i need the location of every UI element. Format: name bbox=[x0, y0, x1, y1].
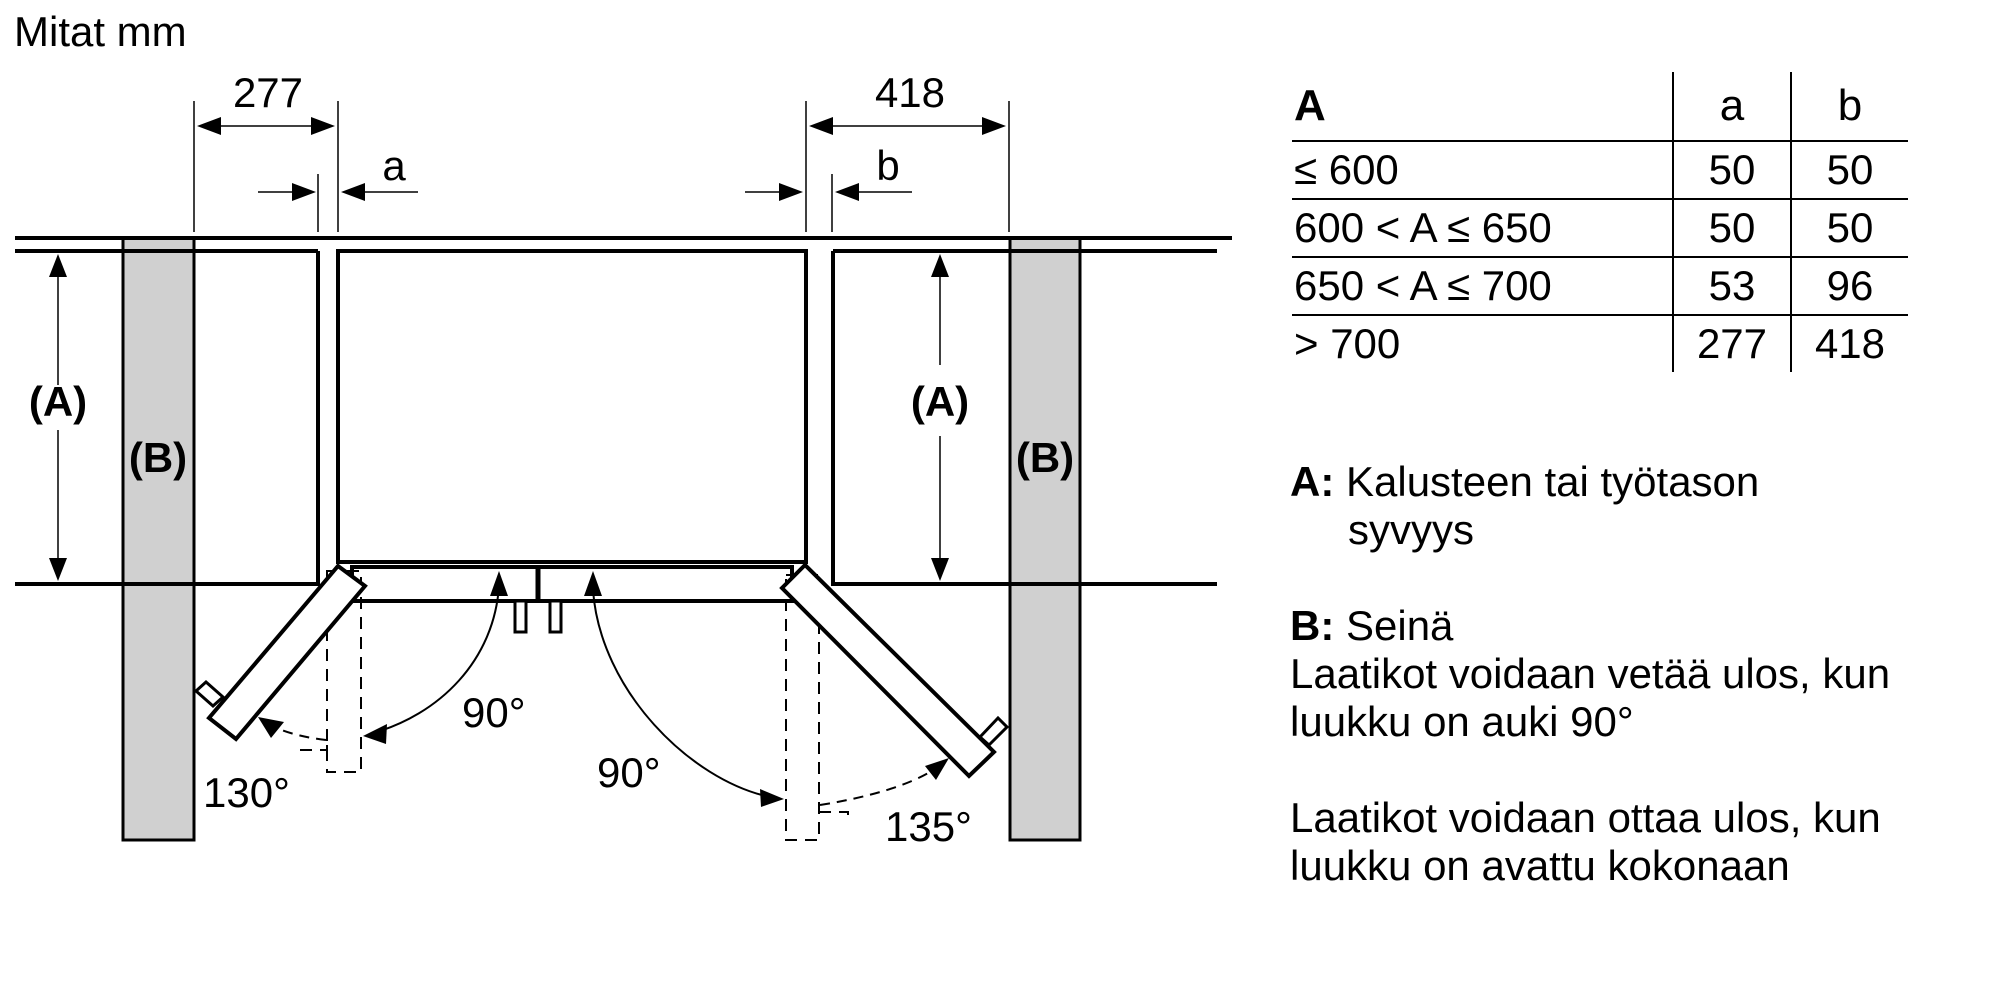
cell-a: 50 bbox=[1672, 199, 1791, 258]
door-right-handle bbox=[977, 715, 1010, 748]
arrowhead-left-130 bbox=[258, 717, 284, 738]
note-drawers-90-line2: luukku on auki 90° bbox=[1290, 698, 1634, 745]
arrowhead-right-90-end bbox=[760, 789, 784, 807]
arrowhead-a-left bbox=[292, 183, 316, 201]
wall-right bbox=[1008, 236, 1082, 842]
arrowhead-depth-left-top bbox=[49, 254, 67, 277]
note-drawers-90-line1: Laatikot voidaan vetää ulos, kun bbox=[1290, 650, 1891, 697]
cell-a: 53 bbox=[1672, 257, 1791, 316]
cabinet-right bbox=[831, 251, 1217, 586]
angle-left-130: 130° bbox=[203, 769, 290, 816]
cell-b: 50 bbox=[1790, 141, 1908, 200]
arrowhead-277-right bbox=[311, 117, 335, 135]
table-row: ≤ 600 50 50 bbox=[1292, 141, 1908, 200]
door-right-open-shape bbox=[779, 562, 997, 779]
legend-b-text: Seinä bbox=[1346, 602, 1454, 649]
cell-a: 277 bbox=[1672, 315, 1791, 372]
legend-a: A: Kalusteen tai työtason bbox=[1290, 458, 1990, 506]
arrowhead-b-left bbox=[779, 183, 803, 201]
cell-depth: 650 < A ≤ 700 bbox=[1292, 257, 1673, 316]
angle-right-90: 90° bbox=[597, 749, 661, 796]
cell-a: 50 bbox=[1672, 141, 1791, 200]
cabinet-left bbox=[15, 251, 320, 586]
gap-label-b: b bbox=[876, 142, 899, 189]
arc-right-90 bbox=[592, 589, 771, 798]
cell-depth: 600 < A ≤ 650 bbox=[1292, 199, 1673, 258]
legend-b: B: Seinä bbox=[1290, 602, 1990, 650]
arrowhead-a-right bbox=[341, 183, 365, 201]
wall-label-right: (B) bbox=[1016, 434, 1074, 481]
fridge-body bbox=[336, 249, 808, 564]
legend-a-key: A: bbox=[1290, 458, 1335, 505]
wall-label-left: (B) bbox=[129, 434, 187, 481]
arrowhead-depth-right-bottom bbox=[931, 558, 949, 581]
depth-label-right: (A) bbox=[911, 378, 969, 425]
note-drawers-full-line1: Laatikot voidaan ottaa ulos, kun bbox=[1290, 794, 1881, 841]
dim-label-418: 418 bbox=[875, 69, 945, 116]
page-title: Mitat mm bbox=[14, 8, 187, 55]
clearance-table: A a b ≤ 600 50 50 600 < A ≤ 650 50 50 65… bbox=[1292, 72, 1908, 372]
arrowhead-right-135 bbox=[925, 758, 949, 780]
cell-b: 50 bbox=[1790, 199, 1908, 258]
cell-b: 96 bbox=[1790, 257, 1908, 316]
angle-left-90: 90° bbox=[462, 689, 526, 736]
door-right-90-outline bbox=[785, 574, 820, 841]
legend-a-text-cont: syvyys bbox=[1348, 506, 1474, 553]
cell-depth: ≤ 600 bbox=[1292, 141, 1673, 200]
legend-a-text: Kalusteen tai työtason bbox=[1346, 458, 1760, 505]
handle-right bbox=[548, 599, 563, 634]
arrowhead-277-left bbox=[197, 117, 221, 135]
legend: A: Kalusteen tai työtason syvyys B: Sein… bbox=[1290, 458, 1990, 890]
legend-b-key: B: bbox=[1290, 602, 1335, 649]
table-row: 600 < A ≤ 650 50 50 bbox=[1292, 199, 1908, 258]
cell-b: 418 bbox=[1790, 315, 1908, 372]
handle-left bbox=[513, 599, 528, 634]
angle-right-135: 135° bbox=[885, 803, 972, 850]
arc-right-135 bbox=[819, 768, 936, 806]
door-left-130-marker bbox=[300, 742, 328, 751]
gap-label-a: a bbox=[382, 142, 406, 189]
arrowhead-left-90-end bbox=[363, 724, 387, 744]
table-row: > 700 277 418 bbox=[1292, 315, 1908, 372]
door-left-open bbox=[206, 563, 368, 742]
table-row: 650 < A ≤ 700 53 96 bbox=[1292, 257, 1908, 316]
header-b: b bbox=[1790, 72, 1908, 142]
depth-label-left: (A) bbox=[29, 378, 87, 425]
door-left-90-outline bbox=[326, 570, 362, 773]
dim-label-277: 277 bbox=[233, 69, 303, 116]
header-a: a bbox=[1672, 72, 1791, 142]
door-left-handle bbox=[193, 679, 226, 709]
arc-left-90 bbox=[369, 585, 500, 735]
cell-depth: > 700 bbox=[1294, 320, 1401, 367]
arrowhead-418-left bbox=[809, 117, 833, 135]
arrowhead-418-right bbox=[982, 117, 1006, 135]
arrowhead-right-90-top bbox=[584, 571, 602, 596]
table-header-row: A a b bbox=[1292, 72, 1908, 142]
note-drawers-full-line2: luukku on avattu kokonaan bbox=[1290, 842, 1790, 889]
arrowhead-depth-left-bottom bbox=[49, 558, 67, 581]
door-right-135-marker bbox=[819, 811, 849, 820]
wall-left bbox=[121, 236, 196, 842]
arrowhead-depth-right-top bbox=[931, 254, 949, 277]
arrowhead-b-right bbox=[835, 183, 859, 201]
fridge-door-strip bbox=[350, 565, 794, 603]
arrowhead-left-90-top bbox=[490, 571, 508, 596]
header-depth: A bbox=[1292, 72, 1673, 142]
